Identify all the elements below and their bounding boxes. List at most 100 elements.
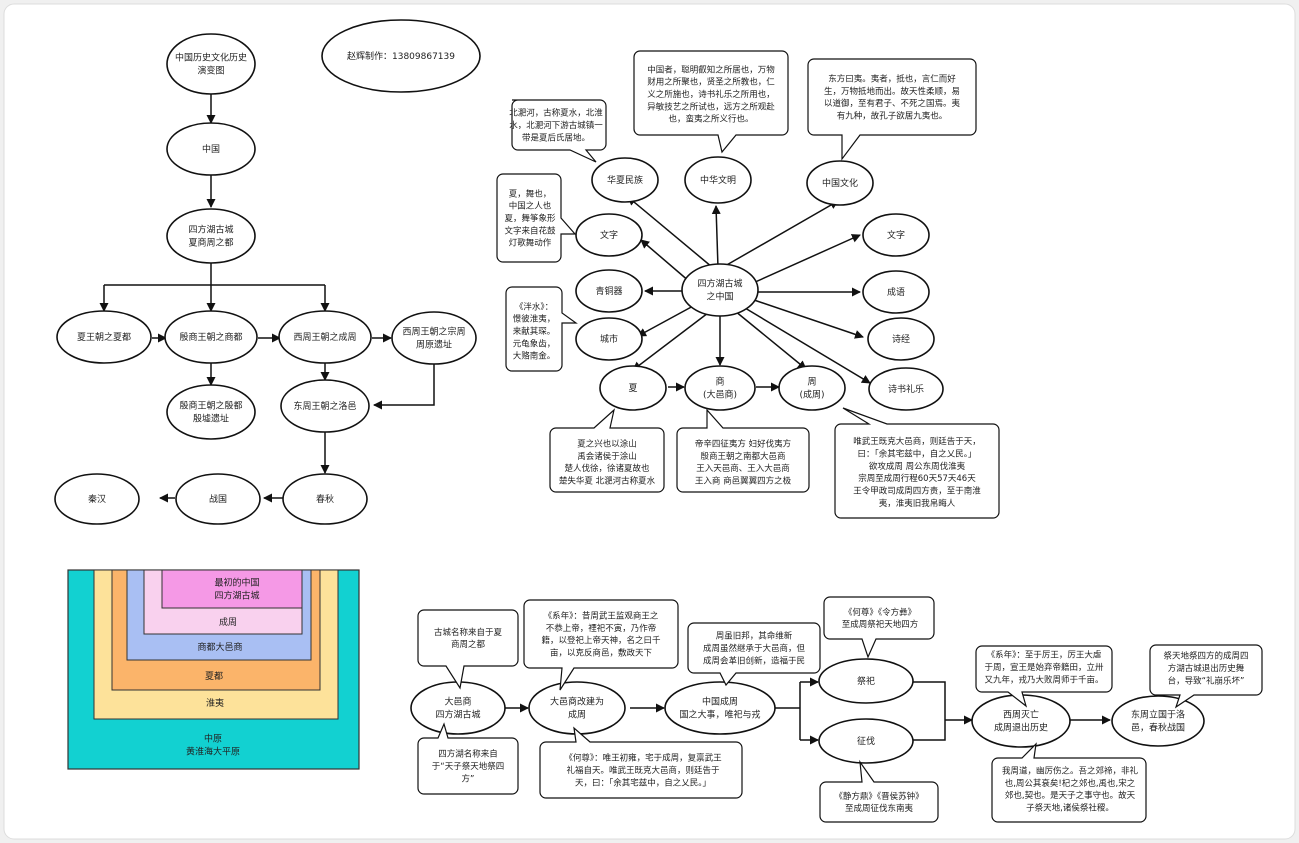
svg-text:唯武王既克大邑商，则廷告于天，曰：「余其宅兹中，自之乂民。」: 唯武王既克大邑商，则廷告于天，曰：「余其宅兹中，自之乂民。」欲攻成周 周公东周伐…: [853, 436, 981, 509]
bubble-zhou-dao: 我周道，幽厉伤之。吾之郊禘，非礼也,周公其衰矣!杞之郊也,禹也,宋之郊也,契也。…: [991, 742, 1147, 823]
svg-text:殷商王朝之殷都殷墟遗址: 殷商王朝之殷都殷墟遗址: [179, 400, 242, 425]
svg-text:中原黄淮海大平原: 中原黄淮海大平原: [186, 733, 240, 758]
bubble-xia: 夏之兴也以涂山禹会诸侯于涂山楚人伐徐，徐诸夏故也楚失华夏 北淝河古称夏水: [549, 408, 665, 493]
node-xia-dynasty[interactable]: 夏: [599, 365, 667, 411]
node-dayishang[interactable]: 大邑商四方湖古城: [410, 681, 506, 735]
node-western-zhou-zongzhou[interactable]: 西周王朝之宗周周原遗址: [391, 311, 477, 365]
node-writing-right[interactable]: 文字: [862, 213, 930, 257]
svg-text:帝辛四征夷方 妇好伐夷方殷商王朝之南都大邑商王入天邑商、王入: 帝辛四征夷方 妇好伐夷方殷商王朝之南都大邑商王入天邑商、王入大邑商王入商 商邑翼…: [695, 439, 792, 487]
svg-text:夏之兴也以涂山禹会诸侯于涂山楚人伐徐，徐诸夏故也楚失华夏 北: 夏之兴也以涂山禹会诸侯于涂山楚人伐徐，徐诸夏故也楚失华夏 北淝河古称夏水: [559, 439, 656, 487]
svg-text:淮夷: 淮夷: [206, 697, 224, 709]
svg-text:东方曰夷。夷者，抵也，言仁而好生，万物抵地而出。故天性柔顺，: 东方曰夷。夷者，抵也，言仁而好生，万物抵地而出。故天性柔顺，易以道御，至有君子、…: [824, 74, 961, 122]
svg-text:《系年》：至于厉王，厉王大虐于周，宣王是始弃帝籍田，立卅又九: 《系年》：至于厉王，厉王大虐于周，宣王是始弃帝籍田，立卅又九年，戎乃大败周师于千…: [984, 650, 1104, 686]
svg-text:周(成周): 周(成周): [799, 377, 824, 401]
svg-text:中华文明: 中华文明: [700, 174, 736, 186]
node-gaijian-chengzhou[interactable]: 大邑商改建为成周: [528, 681, 626, 735]
svg-text:东周立国于洛邑，春秋战国: 东周立国于洛邑，春秋战国: [1131, 709, 1185, 734]
svg-text:夏都: 夏都: [205, 671, 223, 682]
node-chinese-culture[interactable]: 中国文化: [806, 160, 874, 206]
node-yin-shang-capital[interactable]: 殷商王朝之商都: [164, 310, 258, 364]
bubble-xinian-liwang: 《系年》：至于厉王，厉王大虐于周，宣王是始弃帝籍田，立卅又九年，戎乃大败周师于千…: [975, 645, 1113, 708]
bubble-sifang-name: 四方湖名称来自于“天子祭天地祭四方”: [417, 722, 519, 795]
svg-text:商(大邑商): 商(大邑商): [703, 376, 737, 401]
svg-text:青铜器: 青铜器: [595, 285, 622, 297]
node-warfare[interactable]: 征伐: [818, 718, 914, 764]
node-eastern-zhou-luoyi[interactable]: 东周王朝之洛邑: [280, 379, 370, 433]
bubble-huaxia: 北淝河，古称夏水，北淮水，北淝河下游古城镇一带是夏后氏居地。: [509, 99, 607, 163]
node-sifang-ancient-city[interactable]: 四方湖古城夏商周之都: [166, 208, 256, 264]
node-western-zhou-fall[interactable]: 西周灭亡成周退出历史: [971, 694, 1071, 748]
svg-text:周虽旧邦，其命维新成周虽然继承于大邑商，但成周会革旧创新，造: 周虽旧邦，其命维新成周虽然继承于大邑商，但成周会革旧创新，造福于民: [703, 631, 806, 667]
svg-text:最初的中国四方湖古城: 最初的中国四方湖古城: [214, 577, 259, 602]
svg-text:东周王朝之洛邑: 东周王朝之洛邑: [293, 400, 356, 412]
svg-text:诗书礼乐: 诗书礼乐: [888, 383, 924, 395]
bubble-hezun-lingfangyi: 《何尊》《令方彝》至成周祭祀天地四方: [823, 596, 935, 659]
bubble-chinese-culture: 东方曰夷。夷者，抵也，言仁而好生，万物抵地而出。故天性柔顺，易以道御，至有君子、…: [807, 58, 977, 161]
node-zhanguo[interactable]: 战国: [175, 473, 261, 525]
node-bronze[interactable]: 青铜器: [575, 269, 643, 313]
node-writing-left[interactable]: 文字: [575, 213, 643, 257]
svg-text:《静方鼎》《晋侯苏钟》至成周征伐东南夷: 《静方鼎》《晋侯苏钟》至成周征伐东南夷: [834, 791, 923, 814]
svg-text:中国者，聪明叡知之所居也，万物财用之所聚也，贤圣之所教也，仁: 中国者，聪明叡知之所居也，万物财用之所聚也，贤圣之所教也，仁义之所施也，诗书礼乐…: [647, 64, 775, 124]
bubble-zhonghua: 中国者，聪明叡知之所居也，万物财用之所聚也，贤圣之所教也，仁义之所施也，诗书礼乐…: [633, 50, 789, 154]
svg-text:成语: 成语: [887, 286, 905, 298]
svg-text:大邑商四方湖古城: 大邑商四方湖古城: [435, 696, 480, 721]
svg-text:《何尊》《令方彝》至成周祭祀天地四方: 《何尊》《令方彝》至成周祭祀天地四方: [842, 607, 919, 630]
svg-text:西周王朝之成周: 西周王朝之成周: [293, 331, 356, 343]
node-zhonghua-civilization[interactable]: 中华文明: [684, 156, 752, 204]
svg-text:中国成周国之大事，唯祀与戎: 中国成周国之大事，唯祀与戎: [679, 696, 760, 721]
node-city[interactable]: 城市: [575, 317, 643, 361]
svg-text:战国: 战国: [209, 494, 227, 505]
svg-text:北淝河，古称夏水，北淮水，北淝河下游古城镇一带是夏后氏居地。: 北淝河，古称夏水，北淮水，北淝河下游古城镇一带是夏后氏居地。: [509, 108, 603, 144]
svg-text:《系年》：昔周武王监观商王之不恭上帝，禋祀不寅，乃作帝籍，以: 《系年》：昔周武王监观商王之不恭上帝，禋祀不寅，乃作帝籍，以登祀上帝天神，名之曰…: [541, 611, 661, 659]
node-yinxu[interactable]: 殷商王朝之殷都殷墟遗址: [166, 384, 256, 440]
svg-text:古城名称来自于夏商周之都: 古城名称来自于夏商周之都: [434, 627, 503, 650]
svg-text:殷商王朝之商都: 殷商王朝之商都: [179, 331, 242, 343]
svg-text:商都大邑商: 商都大邑商: [197, 641, 242, 653]
svg-text:我周道，幽厉伤之。吾之郊禘，非礼也,周公其衰矣!杞之郊也,禹: 我周道，幽厉伤之。吾之郊禘，非礼也,周公其衰矣!杞之郊也,禹也,宋之郊也,契也。…: [1002, 766, 1139, 814]
node-radial-center[interactable]: 四方湖古城之中国: [681, 263, 759, 317]
node-title[interactable]: 中国历史文化历史演变图: [166, 33, 256, 95]
bubble-ritual-collapse: 祭天地祭四方的成周四方湖古城退出历史舞台，导致“礼崩乐坏”: [1149, 644, 1263, 709]
node-shang-dynasty[interactable]: 商(大邑商): [684, 365, 756, 411]
node-qinhan[interactable]: 秦汉: [54, 473, 140, 525]
svg-text:祭祀: 祭祀: [857, 675, 875, 687]
svg-text:中国: 中国: [202, 143, 220, 155]
bubble-jingfangding: 《静方鼎》《晋侯苏钟》至成周征伐东南夷: [819, 759, 939, 823]
node-zhou-dynasty[interactable]: 周(成周): [778, 365, 846, 411]
svg-text:《泮水》：憬彼淮夷，来献其琛。元龟象齿，大赂南金。: 《泮水》：憬彼淮夷，来献其琛。元龟象齿，大赂南金。: [513, 301, 556, 361]
svg-text:诗经: 诗经: [892, 333, 910, 345]
svg-text:文字: 文字: [600, 229, 618, 241]
radial-connectors: [627, 196, 871, 392]
svg-text:四方湖古城之中国: 四方湖古城之中国: [697, 278, 742, 303]
svg-text:中国历史文化历史演变图: 中国历史文化历史演变图: [175, 52, 247, 77]
node-china[interactable]: 中国: [166, 122, 256, 176]
left-tree-connectors: [99, 93, 435, 503]
svg-text:《何尊》：唯王初雍，宅于成周，复禀武王礼福自天。唯武王既克大: 《何尊》：唯王初雍，宅于成周，复禀武王礼福自天。唯武王既克大邑商，则廷告于天，曰…: [564, 753, 722, 789]
node-sacrifice[interactable]: 祭祀: [818, 658, 914, 704]
svg-text:四方湖名称来自于“天子祭天地祭四方”: 四方湖名称来自于“天子祭天地祭四方”: [432, 749, 504, 785]
node-huaxia[interactable]: 华夏民族: [591, 157, 659, 203]
flow-connectors: [505, 677, 1111, 745]
svg-text:秦汉: 秦汉: [88, 493, 106, 505]
bubble-city-name: 古城名称来自于夏商周之都: [417, 609, 519, 690]
svg-text:大邑商改建为成周: 大邑商改建为成周: [550, 696, 604, 721]
bubble-panshui: 《泮水》：憬彼淮夷，来献其琛。元龟象齿，大赂南金。: [505, 286, 578, 372]
node-shijing[interactable]: 诗经: [867, 317, 935, 361]
bubble-zhou-old-state: 周虽旧邦，其命维新成周虽然继承于大邑商，但成周会革旧创新，造福于民: [687, 622, 821, 687]
svg-text:夏: 夏: [628, 383, 637, 394]
nested-regions: 最初的中国四方湖古城 成周 商都大邑商 夏都 淮夷 中原黄淮海大平原: [67, 569, 360, 770]
node-idiom[interactable]: 成语: [862, 270, 930, 314]
svg-text:征伐: 征伐: [857, 735, 875, 747]
node-china-chengzhou[interactable]: 中国成周国之大事，唯祀与戎: [664, 681, 776, 735]
node-eastern-zhou-founding[interactable]: 东周立国于洛邑，春秋战国: [1111, 695, 1205, 747]
svg-text:文字: 文字: [887, 229, 905, 241]
svg-text:夏，舞也，中国之人也夏，舞筝象形文字来自花鼓灯歌舞动作: 夏，舞也，中国之人也夏，舞筝象形文字来自花鼓灯歌舞动作: [504, 188, 556, 248]
node-shishu-liyue[interactable]: 诗书礼乐: [868, 367, 944, 411]
node-western-zhou-chengzhou[interactable]: 西周王朝之成周: [278, 310, 372, 364]
credit-label: 赵辉制作：13809867139: [321, 19, 481, 93]
bubble-zhou: 唯武王既克大邑商，则廷告于天，曰：「余其宅兹中，自之乂民。」欲攻成周 周公东周伐…: [834, 407, 1000, 519]
node-xia-capital[interactable]: 夏王朝之夏都: [56, 310, 152, 364]
node-chunqiu[interactable]: 春秋: [282, 473, 368, 525]
